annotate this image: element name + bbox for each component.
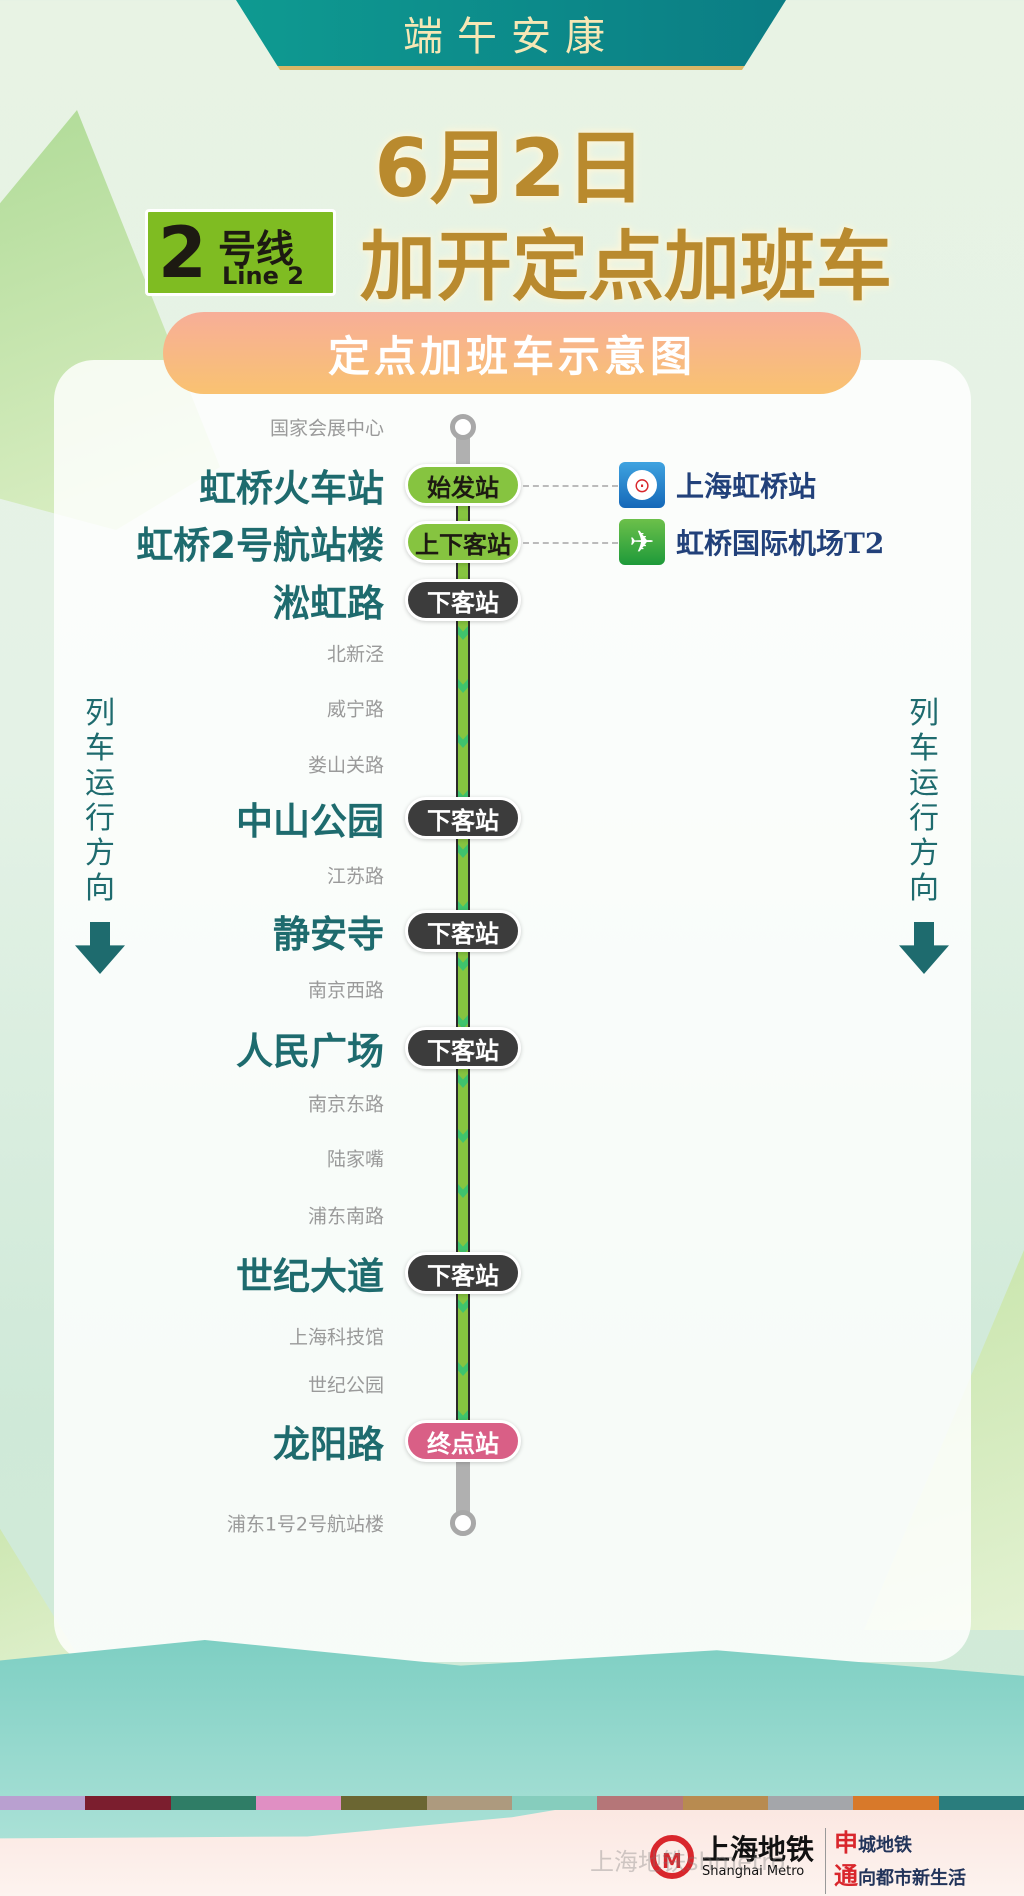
station-name: 陆家嘴 <box>326 1148 384 1171</box>
line-color-swatch <box>682 1796 768 1810</box>
station-name: 静安寺 <box>273 913 384 956</box>
station-name: 国家会展中心 <box>269 417 384 440</box>
transfer-name: 上海虹桥站 <box>676 470 817 503</box>
line-color-swatch <box>426 1796 512 1810</box>
line-color-swatch <box>938 1796 1024 1810</box>
line-number: 2 <box>158 212 207 294</box>
line-color-swatch <box>85 1796 171 1810</box>
line-color-swatch <box>170 1796 256 1810</box>
station-name: 虹桥2号航站楼 <box>136 524 384 567</box>
metro-line-color-stripe <box>0 1796 1024 1810</box>
line-color-swatch <box>0 1796 86 1810</box>
slogan-line-1: 城地铁 <box>858 1835 912 1856</box>
direction-chevron-icon <box>458 1299 468 1313</box>
metro-logo-icon: M <box>650 1835 694 1879</box>
station-role-badge: 终点站 <box>405 1420 521 1462</box>
station-role-badge: 上下客站 <box>405 521 521 563</box>
station-role-badge: 下客站 <box>405 910 521 952</box>
station-role-badge: 下客站 <box>405 797 521 839</box>
direction-chevron-icon <box>458 1362 468 1376</box>
transfer-name: 虹桥国际机场T2 <box>676 527 885 560</box>
station-name: 北新泾 <box>326 643 384 666</box>
direction-chevron-icon <box>458 1184 468 1198</box>
direction-chevron-icon <box>458 957 468 971</box>
station-name: 南京西路 <box>307 979 384 1002</box>
slogan-char: 申 <box>834 1828 858 1857</box>
direction-text: 列车运行方向 <box>85 696 115 906</box>
direction-label-right: 列车运行方向 <box>906 696 942 906</box>
line-color-swatch <box>341 1796 427 1810</box>
slogan-line-2: 向都市新生活 <box>858 1868 966 1889</box>
line-color-swatch <box>853 1796 939 1810</box>
station-name: 中山公园 <box>236 800 384 843</box>
direction-chevron-icon <box>458 626 468 640</box>
station-name: 威宁路 <box>326 698 384 721</box>
station-name: 虹桥火车站 <box>199 467 384 510</box>
station-name: 江苏路 <box>326 865 384 888</box>
line-label-en: Line 2 <box>222 262 304 290</box>
direction-chevron-icon <box>458 1129 468 1143</box>
direction-chevron-icon <box>458 1410 468 1424</box>
direction-chevron-icon <box>458 844 468 858</box>
station-name: 龙阳路 <box>273 1423 384 1466</box>
festival-banner: 端午安康 <box>236 0 786 70</box>
slogan-char: 通 <box>834 1861 858 1890</box>
station-name: 上海科技馆 <box>288 1326 384 1349</box>
terminal-station-marker <box>450 1510 476 1536</box>
direction-chevron-icon <box>458 901 468 915</box>
direction-label-left: 列车运行方向 <box>82 696 118 906</box>
line-badge: 2 号线 Line 2 <box>145 209 336 296</box>
slogan: 申城地铁 通向都市新生活 <box>825 1828 966 1894</box>
terminal-station-marker <box>450 414 476 440</box>
direction-chevron-icon <box>458 1015 468 1029</box>
station-name: 世纪大道 <box>236 1255 384 1298</box>
line-color-swatch <box>597 1796 683 1810</box>
station-role-badge: 始发站 <box>405 464 521 506</box>
station-name: 浦东南路 <box>307 1205 384 1228</box>
line-color-swatch <box>767 1796 854 1810</box>
direction-chevron-icon <box>458 734 468 748</box>
direction-chevron-icon <box>458 1074 468 1088</box>
logo-text-en: Shanghai Metro <box>702 1863 805 1879</box>
station-role-badge: 下客站 <box>405 1027 521 1069</box>
station-name: 淞虹路 <box>273 582 384 625</box>
subtitle-pill: 定点加班车示意图 <box>163 312 861 394</box>
transfer-connector <box>523 485 618 487</box>
direction-text: 列车运行方向 <box>909 696 939 906</box>
date-title: 6月2日 <box>374 122 646 215</box>
station-role-badge: 下客站 <box>405 1252 521 1294</box>
logo-text-cn: 上海地铁 <box>702 1832 815 1866</box>
transfer-connector <box>523 542 618 544</box>
railway-icon: ⊙ <box>619 462 665 508</box>
station-name: 娄山关路 <box>307 754 384 777</box>
line-label-cn: 号线 <box>218 227 295 271</box>
station-name: 南京东路 <box>307 1093 384 1116</box>
station-role-badge: 下客站 <box>405 579 521 621</box>
station-name: 人民广场 <box>236 1030 384 1073</box>
direction-chevron-icon <box>458 679 468 693</box>
station-name: 世纪公园 <box>307 1374 384 1397</box>
line-color-swatch <box>511 1796 598 1810</box>
direction-chevron-icon <box>458 1241 468 1255</box>
station-name: 浦东1号2号航站楼 <box>226 1513 384 1536</box>
line-color-swatch <box>255 1796 342 1810</box>
airport-icon: ✈ <box>619 519 665 565</box>
headline: 加开定点加班车 <box>360 222 892 311</box>
watermark: 上海地铁shmetro <box>590 1848 786 1876</box>
